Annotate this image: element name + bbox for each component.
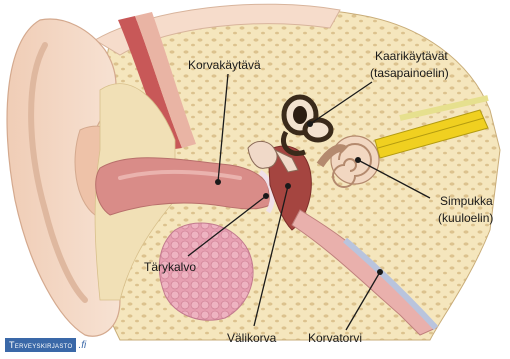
label-korvakaytava: Korvakäytävä (188, 58, 261, 72)
label-korvatorvi: Korvatorvi (308, 331, 362, 345)
terveyskirjasto-watermark: Terveyskirjasto .fi (5, 338, 86, 352)
label-valikorva: Välikorva (227, 331, 277, 345)
watermark-tld: .fi (78, 340, 86, 351)
label-simpukka: Simpukka (440, 194, 493, 208)
label-tarykalvo: Tärykalvo (144, 260, 196, 274)
label-kaarikaytavat-sub: (tasapainoelin) (370, 66, 449, 80)
label-kaarikaytavat: Kaarikäytävät (375, 49, 448, 63)
watermark-brand: Terveyskirjasto (5, 338, 76, 352)
label-simpukka-sub: (kuuloelin) (438, 211, 493, 225)
